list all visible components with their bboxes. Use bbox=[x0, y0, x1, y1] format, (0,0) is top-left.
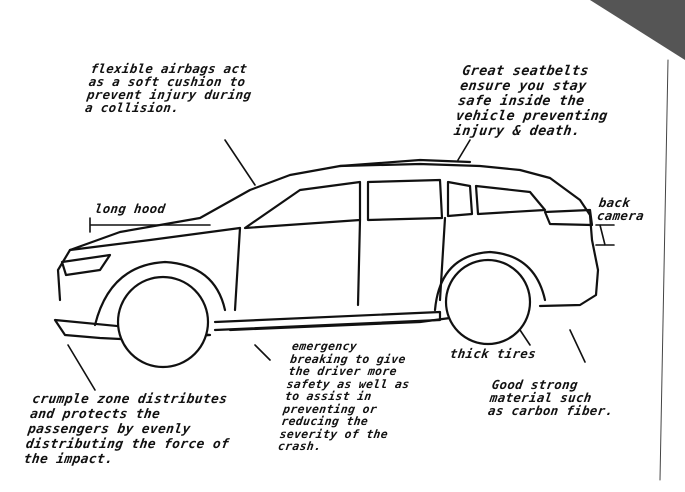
note-line: passengers by evenly bbox=[26, 422, 192, 437]
note-line: distributing the force of bbox=[24, 437, 231, 452]
long-hood-note: long hood bbox=[93, 201, 167, 216]
crumple-zone-note: crumple zone distributes and protects th… bbox=[23, 392, 237, 467]
note-line: as carbon fiber. bbox=[487, 403, 615, 418]
note-line: crash. bbox=[277, 439, 323, 453]
note-line: vehicle preventing bbox=[454, 108, 609, 124]
note-line: injury & death. bbox=[452, 123, 582, 139]
door-lines bbox=[233, 216, 447, 312]
page-corner-shadow bbox=[590, 0, 685, 60]
note-line: the driver more bbox=[287, 364, 398, 378]
rear-wheel bbox=[444, 258, 532, 346]
note-line: to assist in bbox=[284, 389, 373, 403]
material-note: Good strong material such as carbon fibe… bbox=[487, 377, 618, 418]
pointer-lines bbox=[67, 139, 615, 391]
tail-light bbox=[543, 208, 594, 227]
note-line: reducing the bbox=[280, 414, 370, 428]
side-skirt bbox=[213, 310, 442, 332]
note-line: and protects the bbox=[29, 407, 162, 422]
headlight bbox=[60, 253, 112, 277]
note-line: long hood bbox=[93, 201, 167, 216]
thick-tires-note: thick tires bbox=[448, 346, 538, 361]
windows bbox=[243, 178, 547, 230]
note-line: the impact. bbox=[22, 452, 115, 467]
note-line: ensure you stay bbox=[459, 78, 588, 94]
note-line: thick tires bbox=[448, 346, 538, 361]
note-line: crumple zone distributes bbox=[31, 392, 229, 407]
back-camera-note: back camera bbox=[596, 195, 647, 223]
front-wheel bbox=[116, 275, 210, 369]
airbags-note: flexible airbags act as a soft cushion t… bbox=[84, 61, 256, 115]
emergency-braking-note: emergency breaking to give the driver mo… bbox=[277, 339, 416, 453]
note-line: emergency bbox=[291, 339, 359, 353]
wheel-arches bbox=[93, 250, 547, 327]
hood-line bbox=[68, 226, 242, 252]
seatbelts-note: Great seatbelts ensure you stay safe ins… bbox=[452, 63, 615, 139]
note-line: Great seatbelts bbox=[461, 63, 590, 79]
note-line: safe inside the bbox=[456, 93, 586, 109]
page-edge bbox=[659, 59, 669, 481]
roof-rail bbox=[338, 158, 472, 168]
note-line: a collision. bbox=[84, 100, 181, 115]
note-line: camera bbox=[596, 208, 646, 223]
